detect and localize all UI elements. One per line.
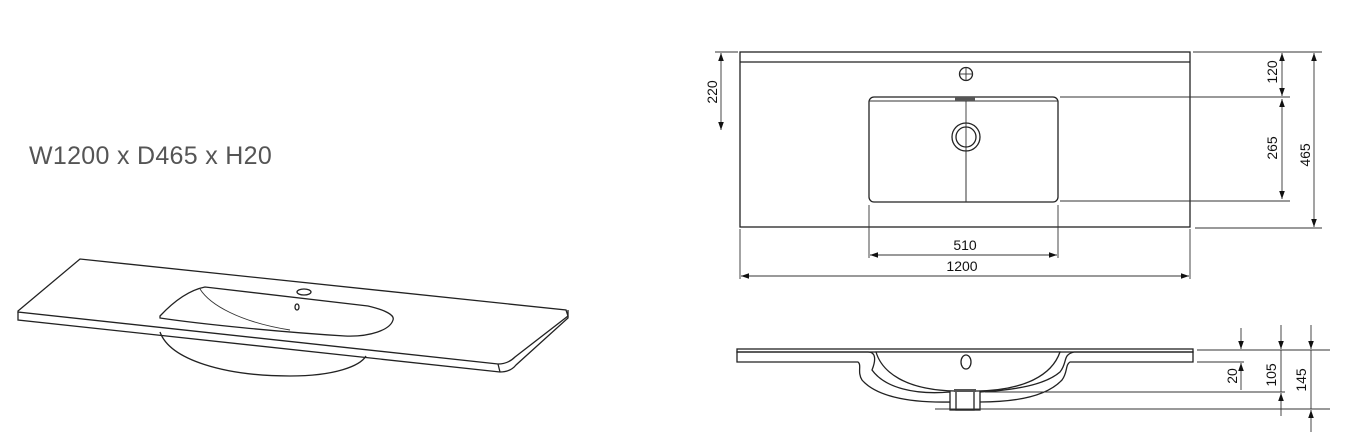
dim-1200: 1200 [946, 258, 977, 274]
basin-top [868, 96, 1059, 203]
section-view: 20 105 145 [736, 325, 1330, 432]
dim-145: 145 [1293, 368, 1309, 392]
tap-hole [296, 288, 312, 296]
dim-20: 20 [1224, 368, 1240, 384]
perspective-view [17, 258, 569, 377]
dim-220: 220 [704, 80, 720, 104]
dim-120: 120 [1264, 60, 1280, 84]
dim-510: 510 [953, 237, 977, 253]
under-bowl-outline [159, 331, 367, 377]
dim-265: 265 [1264, 136, 1280, 160]
basin-outline [159, 286, 394, 337]
countertop-top [17, 258, 569, 365]
dim-465: 465 [1297, 143, 1313, 167]
tap-hole-icon [958, 66, 974, 82]
product-dimensions-title: W1200 x D465 x H20 [29, 142, 273, 170]
drain-section [955, 390, 975, 411]
dim-105: 105 [1263, 363, 1279, 387]
overflow-hole-section [960, 354, 972, 370]
top-view: 220 120 265 465 510 1200 [704, 51, 1322, 279]
overflow-hole [294, 303, 300, 311]
